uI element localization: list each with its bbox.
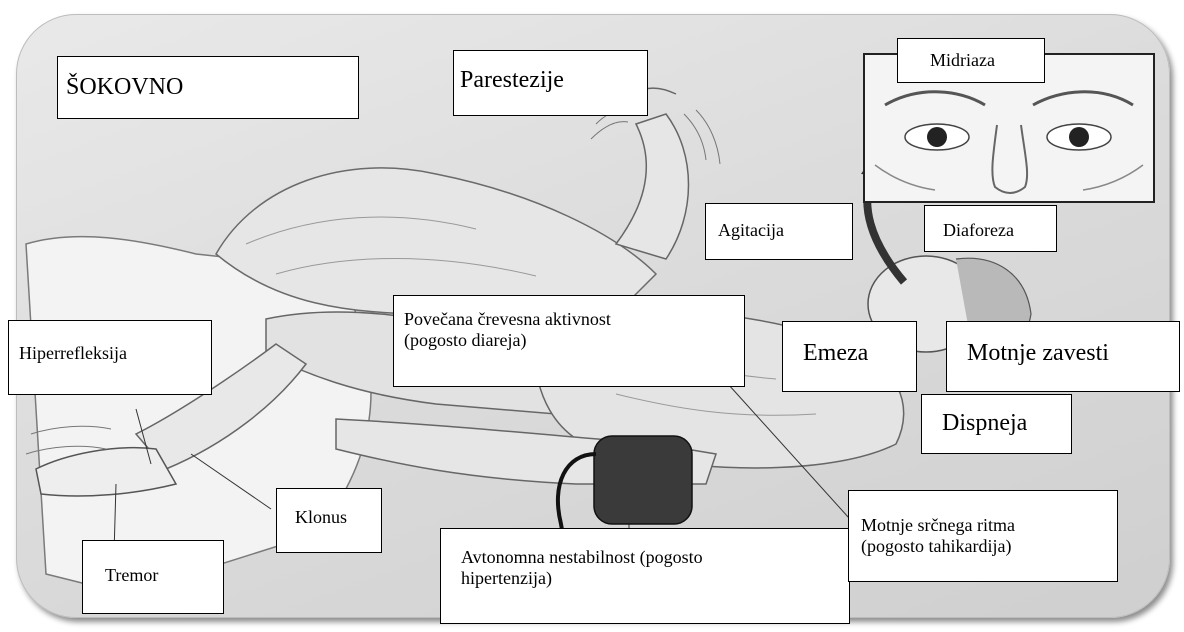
label-diaforeza: Diaforeza	[924, 205, 1057, 252]
label-crevesna-aktivnost: Povečana črevesna aktivnost (pogosto dia…	[393, 295, 745, 387]
label-sokovno: ŠOKOVNO	[57, 56, 359, 119]
label-motnje-zavesti: Motnje zavesti	[946, 321, 1180, 392]
blood-pressure-cuff-icon	[594, 436, 692, 524]
blanket	[216, 168, 656, 314]
label-hiperrefleksija: Hiperrefleksija	[8, 320, 212, 395]
raised-arm	[616, 114, 689, 259]
label-tremor: Tremor	[82, 540, 224, 614]
label-parestezije: Parestezije	[453, 50, 648, 116]
right-pupil	[1069, 127, 1089, 147]
label-srcni-ritem: Motnje srčnega ritma (pogosto tahikardij…	[848, 490, 1118, 582]
label-klonus: Klonus	[276, 488, 382, 553]
left-pupil	[927, 127, 947, 147]
label-emeza: Emeza	[782, 321, 917, 392]
label-midriaza: Midriaza	[897, 38, 1045, 83]
label-avtonomna-nestabilnost: Avtonomna nestabilnost (pogosto hiperten…	[440, 528, 850, 624]
label-dispneja: Dispneja	[921, 394, 1072, 454]
label-agitacija: Agitacija	[705, 203, 853, 260]
